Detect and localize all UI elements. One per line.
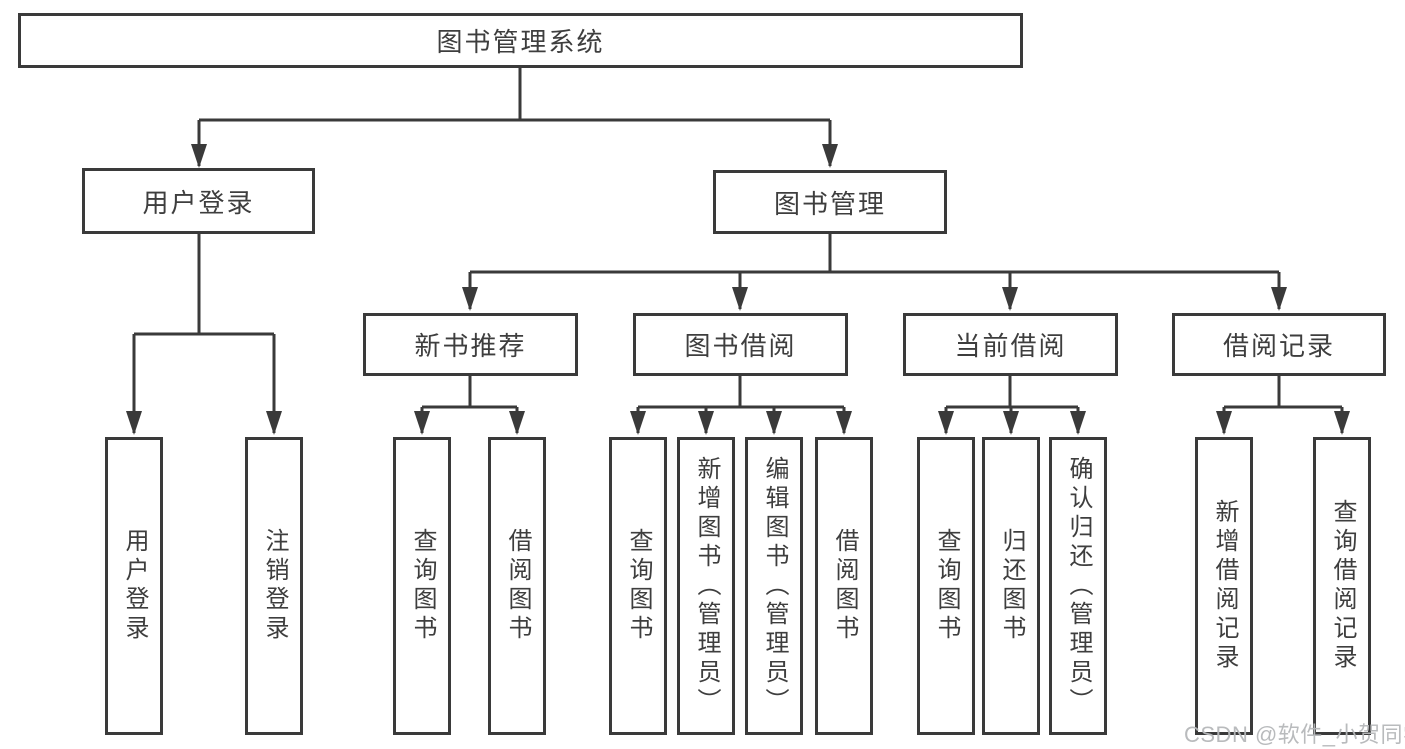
node-leaf-bb-edit-label: 编辑图书（管理员） [761, 455, 788, 717]
node-user-login-label: 用户登录 [142, 187, 255, 218]
node-new-book-rec-label: 新书推荐 [414, 331, 527, 361]
node-leaf-nbr-query-label: 查询图书 [409, 528, 436, 644]
node-current-borrow-label: 当前借阅 [954, 331, 1067, 361]
node-book-borrow: 图书借阅 [633, 313, 848, 376]
node-leaf-cb-return: 归还图书 [982, 437, 1040, 735]
node-leaf-logout: 注销登录 [245, 437, 303, 735]
node-borrow-record-label: 借阅记录 [1222, 331, 1335, 361]
node-borrow-record: 借阅记录 [1172, 313, 1386, 376]
node-leaf-br-add-label: 新增借阅记录 [1211, 499, 1238, 673]
node-leaf-br-query-label: 查询借阅记录 [1329, 499, 1356, 673]
node-leaf-br-add: 新增借阅记录 [1195, 437, 1253, 735]
node-leaf-nbr-query: 查询图书 [393, 437, 451, 735]
node-root: 图书管理系统 [18, 13, 1023, 68]
node-leaf-user-login-label: 用户登录 [121, 528, 148, 644]
node-leaf-bb-borrow-label: 借阅图书 [831, 528, 858, 644]
node-leaf-user-login: 用户登录 [105, 437, 163, 735]
csdn-watermark: CSDN @软件_小贺同学 [1184, 722, 1405, 747]
node-leaf-cb-query: 查询图书 [917, 437, 975, 735]
node-user-login: 用户登录 [82, 168, 315, 234]
node-leaf-cb-query-label: 查询图书 [933, 528, 960, 644]
node-leaf-nbr-borrow-label: 借阅图书 [504, 528, 531, 644]
node-leaf-bb-query: 查询图书 [609, 437, 667, 735]
node-leaf-nbr-borrow: 借阅图书 [488, 437, 546, 735]
node-leaf-bb-add-label: 新增图书（管理员） [693, 455, 720, 717]
node-new-book-rec: 新书推荐 [363, 313, 578, 376]
node-leaf-cb-return-label: 归还图书 [998, 528, 1025, 644]
node-book-mgmt-label: 图书管理 [773, 188, 886, 219]
node-current-borrow: 当前借阅 [903, 313, 1118, 376]
node-leaf-bb-query-label: 查询图书 [625, 528, 652, 644]
node-leaf-logout-label: 注销登录 [261, 528, 288, 644]
node-leaf-bb-edit: 编辑图书（管理员） [745, 437, 803, 735]
node-leaf-cb-confirm-label: 确认归还（管理员） [1065, 455, 1092, 717]
node-root-label: 图书管理系统 [436, 27, 605, 57]
node-leaf-bb-add: 新增图书（管理员） [677, 437, 735, 735]
node-book-borrow-label: 图书借阅 [684, 331, 797, 361]
node-leaf-br-query: 查询借阅记录 [1313, 437, 1371, 735]
node-leaf-cb-confirm: 确认归还（管理员） [1049, 437, 1107, 735]
node-book-mgmt: 图书管理 [713, 170, 947, 234]
node-leaf-bb-borrow: 借阅图书 [815, 437, 873, 735]
